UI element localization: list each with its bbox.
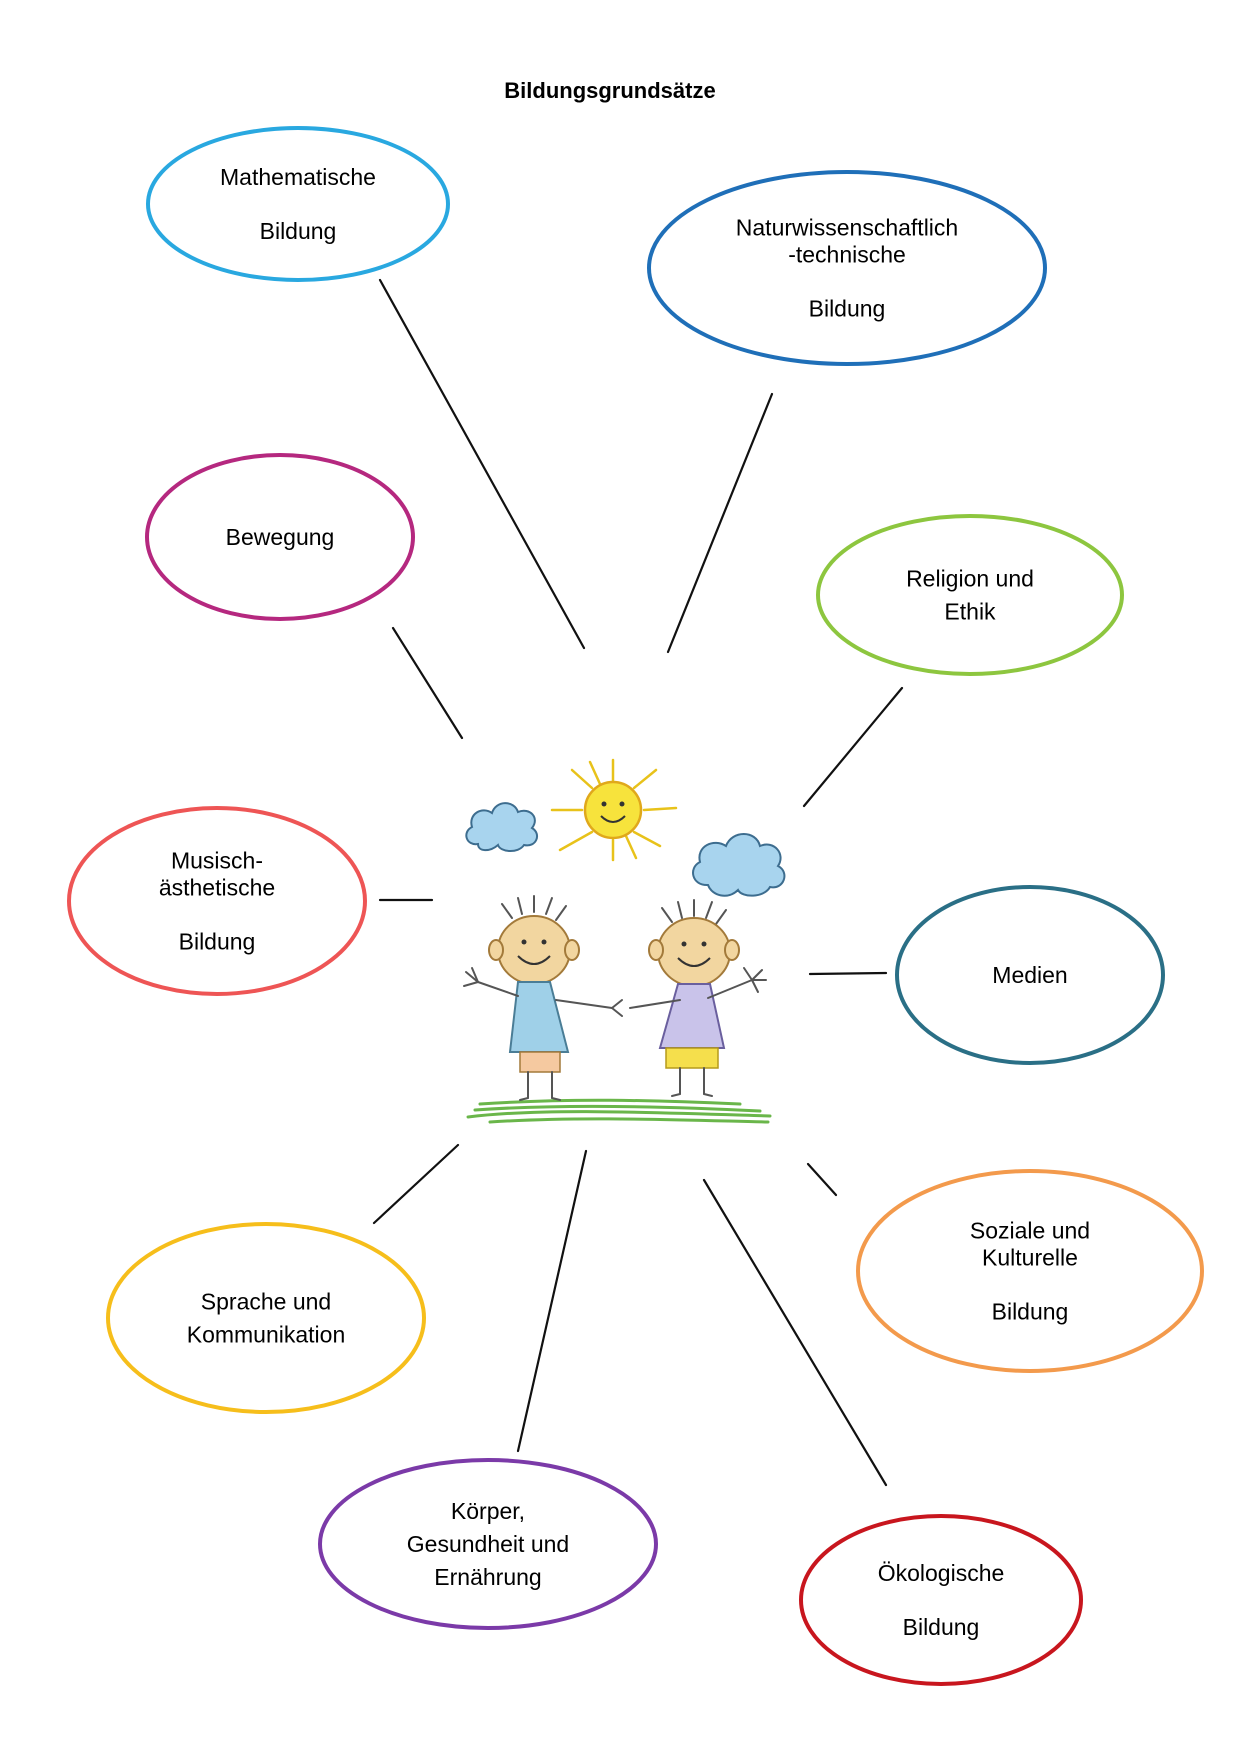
bubble-outline-oekologische-bildung — [799, 1514, 1083, 1686]
bubble-outline-naturwissenschaftlich-technische-bildung — [647, 170, 1047, 366]
bubble-label-musisch-aesthetische-bildung-line-0: Musisch- — [171, 848, 263, 874]
bubble-label-sprache-und-kommunikation-line-1: Kommunikation — [187, 1322, 346, 1348]
bubble-outline-religion-und-ethik — [816, 514, 1124, 676]
bubble-label-naturwissenschaftlich-technische-bildung-line-1: -technische — [788, 242, 906, 268]
bubble-outline-mathematische-bildung — [146, 126, 450, 282]
sun-icon — [550, 758, 678, 862]
bubble-label-koerper-gesundheit-ernaehrung-line-0: Körper, — [451, 1498, 525, 1524]
bubble-label-musisch-aesthetische-bildung-line-1: ästhetische — [159, 875, 275, 901]
cloud-left-icon — [465, 802, 539, 852]
bubble-outline-musisch-aesthetische-bildung — [67, 806, 367, 996]
bubble-label-medien-line-0: Medien — [992, 962, 1067, 988]
connector-line-koerper-gesundheit-ernaehrung — [516, 1149, 588, 1453]
cloud-right-icon — [692, 833, 786, 897]
bubble-label-soziale-und-kulturelle-bildung-line-3: Bildung — [992, 1299, 1069, 1325]
connector-line-oekologische-bildung — [702, 1178, 888, 1487]
bubble-label-soziale-und-kulturelle-bildung-line-1: Kulturelle — [982, 1245, 1078, 1271]
bubble-label-musisch-aesthetische-bildung-line-3: Bildung — [179, 929, 256, 955]
bubble-label-bewegung-line-0: Bewegung — [226, 524, 335, 550]
connector-line-religion-und-ethik — [802, 686, 904, 808]
bubble-outline-medien — [895, 885, 1165, 1065]
connector-line-mathematische-bildung — [378, 278, 586, 650]
topic-bubble-bewegung: Bewegung — [145, 453, 415, 621]
topic-bubble-medien: Medien — [895, 885, 1165, 1065]
bubble-label-koerper-gesundheit-ernaehrung-line-1: Gesundheit und — [407, 1531, 569, 1557]
bubble-label-naturwissenschaftlich-technische-bildung-line-0: Naturwissenschaftlich — [736, 215, 958, 241]
page-title: Bildungsgrundsätze — [504, 78, 715, 103]
bubble-label-oekologische-bildung-line-0: Ökologische — [878, 1560, 1005, 1586]
connector-line-soziale-und-kulturelle-bildung — [806, 1162, 838, 1197]
bubble-label-mathematische-bildung-line-0: Mathematische — [220, 164, 376, 190]
children-drawing-illustration — [463, 758, 786, 1124]
connector-line-bewegung — [391, 626, 464, 740]
bubble-label-naturwissenschaftlich-technische-bildung-line-3: Bildung — [809, 296, 886, 322]
bubble-label-soziale-und-kulturelle-bildung-line-0: Soziale und — [970, 1218, 1090, 1244]
bubble-outline-koerper-gesundheit-ernaehrung — [318, 1458, 658, 1630]
bubble-label-mathematische-bildung-line-2: Bildung — [260, 218, 337, 244]
connector-line-medien — [808, 971, 888, 976]
bubble-outline-bewegung — [145, 453, 415, 621]
child-right-figure — [629, 899, 767, 1097]
child-left-figure — [463, 895, 623, 1101]
bubble-label-oekologische-bildung-line-2: Bildung — [903, 1614, 980, 1640]
connector-line-sprache-und-kommunikation — [372, 1143, 460, 1225]
bubble-label-koerper-gesundheit-ernaehrung-line-2: Ernährung — [434, 1564, 541, 1590]
connector-line-naturwissenschaftlich-technische-bildung — [666, 392, 774, 654]
bubble-outline-soziale-und-kulturelle-bildung — [856, 1169, 1204, 1373]
bubble-outline-sprache-und-kommunikation — [106, 1222, 426, 1414]
bubble-label-religion-und-ethik-line-0: Religion und — [906, 566, 1034, 592]
bubble-label-religion-und-ethik-line-1: Ethik — [944, 599, 996, 625]
connector-lines — [372, 278, 904, 1487]
grass-icon — [466, 1098, 772, 1124]
bubble-label-sprache-und-kommunikation-line-0: Sprache und — [201, 1289, 331, 1315]
